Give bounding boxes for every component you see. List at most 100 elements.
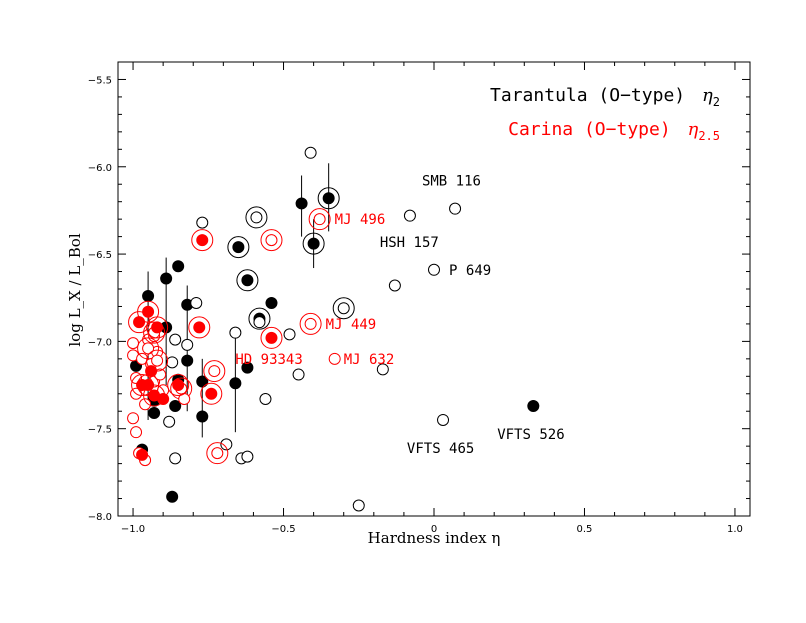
y-tick-label: −5.5 [88, 75, 112, 86]
data-point-tarantula [250, 211, 263, 224]
y-axis-title: log L_X / L_Bol [66, 233, 84, 346]
data-point-tarantula [428, 263, 440, 276]
legend-eta-carina: η [688, 119, 699, 140]
data-point-carina [265, 234, 278, 247]
point-ring-carina [206, 442, 229, 465]
legend-eta-tarantula: η [702, 85, 713, 106]
data-point-tarantula [322, 192, 335, 205]
data-point-tarantula [403, 209, 416, 222]
data-point-tarantula [283, 328, 296, 341]
data-point-carina [205, 387, 218, 400]
data-point-tarantula [190, 296, 203, 309]
legend: Tarantula (O−type) η2 Carina (O−type) η2… [490, 85, 720, 143]
point-label: VFTS 526 [497, 427, 564, 443]
point-ring-tarantula [245, 206, 268, 229]
data-point-carina [151, 354, 164, 367]
data-point-carina [151, 321, 164, 334]
data-point-carina [211, 447, 224, 460]
legend-entry-tarantula: Tarantula (O−type) η2 [490, 85, 720, 109]
legend-entry-carina: Carina (O−type) η2.5 [508, 119, 720, 143]
data-point-carina [130, 426, 143, 439]
data-point-tarantula [295, 197, 308, 210]
point-label: HD 93343 [235, 352, 302, 368]
data-point-tarantula [160, 272, 173, 285]
data-point-tarantula [163, 415, 176, 428]
x-tick-label: 0 [431, 524, 437, 535]
point-ring-carina [188, 316, 211, 339]
data-point-carina [133, 316, 146, 329]
data-point-tarantula [220, 438, 233, 451]
point-ring-tarantula [227, 236, 250, 259]
point-ring-carina [200, 382, 223, 405]
data-point-carina [304, 317, 317, 330]
point-ring-carina [146, 349, 169, 372]
point-ring-carina [167, 374, 190, 397]
legend-sub-tarantula: 2 [713, 95, 720, 109]
point-label: P 649 [449, 263, 491, 279]
data-point-carina [193, 321, 206, 334]
data-point-carina [328, 352, 341, 365]
data-point-carina [172, 379, 185, 392]
point-ring-carina [308, 208, 331, 231]
data-point-tarantula [169, 452, 182, 465]
point-ring-carina [203, 360, 226, 383]
y-axis-title-text: log L_X / L_Bol [66, 233, 84, 346]
data-point-carina [127, 412, 140, 425]
point-ring-tarantula [248, 307, 271, 330]
data-point-tarantula [169, 399, 182, 412]
data-point-tarantula [232, 241, 245, 254]
y-tick-label: −6.5 [88, 250, 112, 261]
data-point-carina [196, 234, 209, 247]
point-ring-carina [260, 326, 283, 349]
data-point-tarantula [241, 274, 254, 287]
point-ring-tarantula [332, 297, 355, 320]
data-point-tarantula [388, 279, 401, 292]
x-axis-title-text: Hardness index η [368, 529, 501, 547]
data-point-tarantula [437, 413, 450, 426]
data-point-tarantula [304, 146, 317, 159]
data-point-carina [127, 337, 140, 350]
point-ring-tarantula [302, 232, 325, 255]
point-label: MJ 449 [326, 317, 377, 333]
y-tick-label: −6.0 [88, 163, 112, 174]
data-point-tarantula [253, 316, 266, 329]
data-point-tarantula [265, 296, 278, 309]
point-label: SMB 116 [422, 174, 481, 190]
data-point-tarantula [241, 450, 254, 463]
data-point-tarantula [229, 377, 242, 390]
data-point-tarantula [292, 368, 305, 381]
point-label: HSH 157 [380, 235, 439, 251]
point-ring-carina [143, 321, 166, 344]
point-label: MJ 496 [335, 212, 386, 228]
point-ring-carina [137, 337, 160, 360]
x-axis-title: Hardness index η [368, 529, 501, 547]
data-point-tarantula [352, 499, 365, 512]
data-point-carina [157, 393, 170, 406]
data-point-tarantula [337, 302, 350, 315]
data-points [127, 146, 540, 512]
point-ring-carina [146, 316, 169, 339]
data-point-tarantula [307, 237, 320, 250]
data-point-tarantula [241, 361, 254, 374]
data-point-tarantula [172, 260, 185, 273]
axis-ticks [118, 61, 750, 517]
data-point-carina [142, 305, 155, 318]
data-point-carina [142, 342, 155, 355]
data-point-tarantula [181, 354, 194, 367]
data-point-carina [136, 448, 149, 461]
data-point-carina [145, 365, 158, 378]
point-label: VFTS 465 [407, 441, 474, 457]
point-ring-carina [191, 229, 214, 252]
data-point-tarantula [142, 289, 155, 302]
data-point-carina [139, 398, 152, 411]
data-point-carina [265, 331, 278, 344]
x-tick-label: 0.5 [577, 524, 593, 535]
y-tick-label: −7.5 [88, 425, 112, 436]
x-tick-label: −0.5 [271, 524, 295, 535]
data-point-tarantula [169, 333, 182, 346]
point-ring-carina [299, 312, 322, 335]
data-point-tarantula [527, 399, 540, 412]
point-ring-tarantula [317, 187, 340, 210]
legend-label-carina: Carina (O−type) [508, 119, 671, 140]
